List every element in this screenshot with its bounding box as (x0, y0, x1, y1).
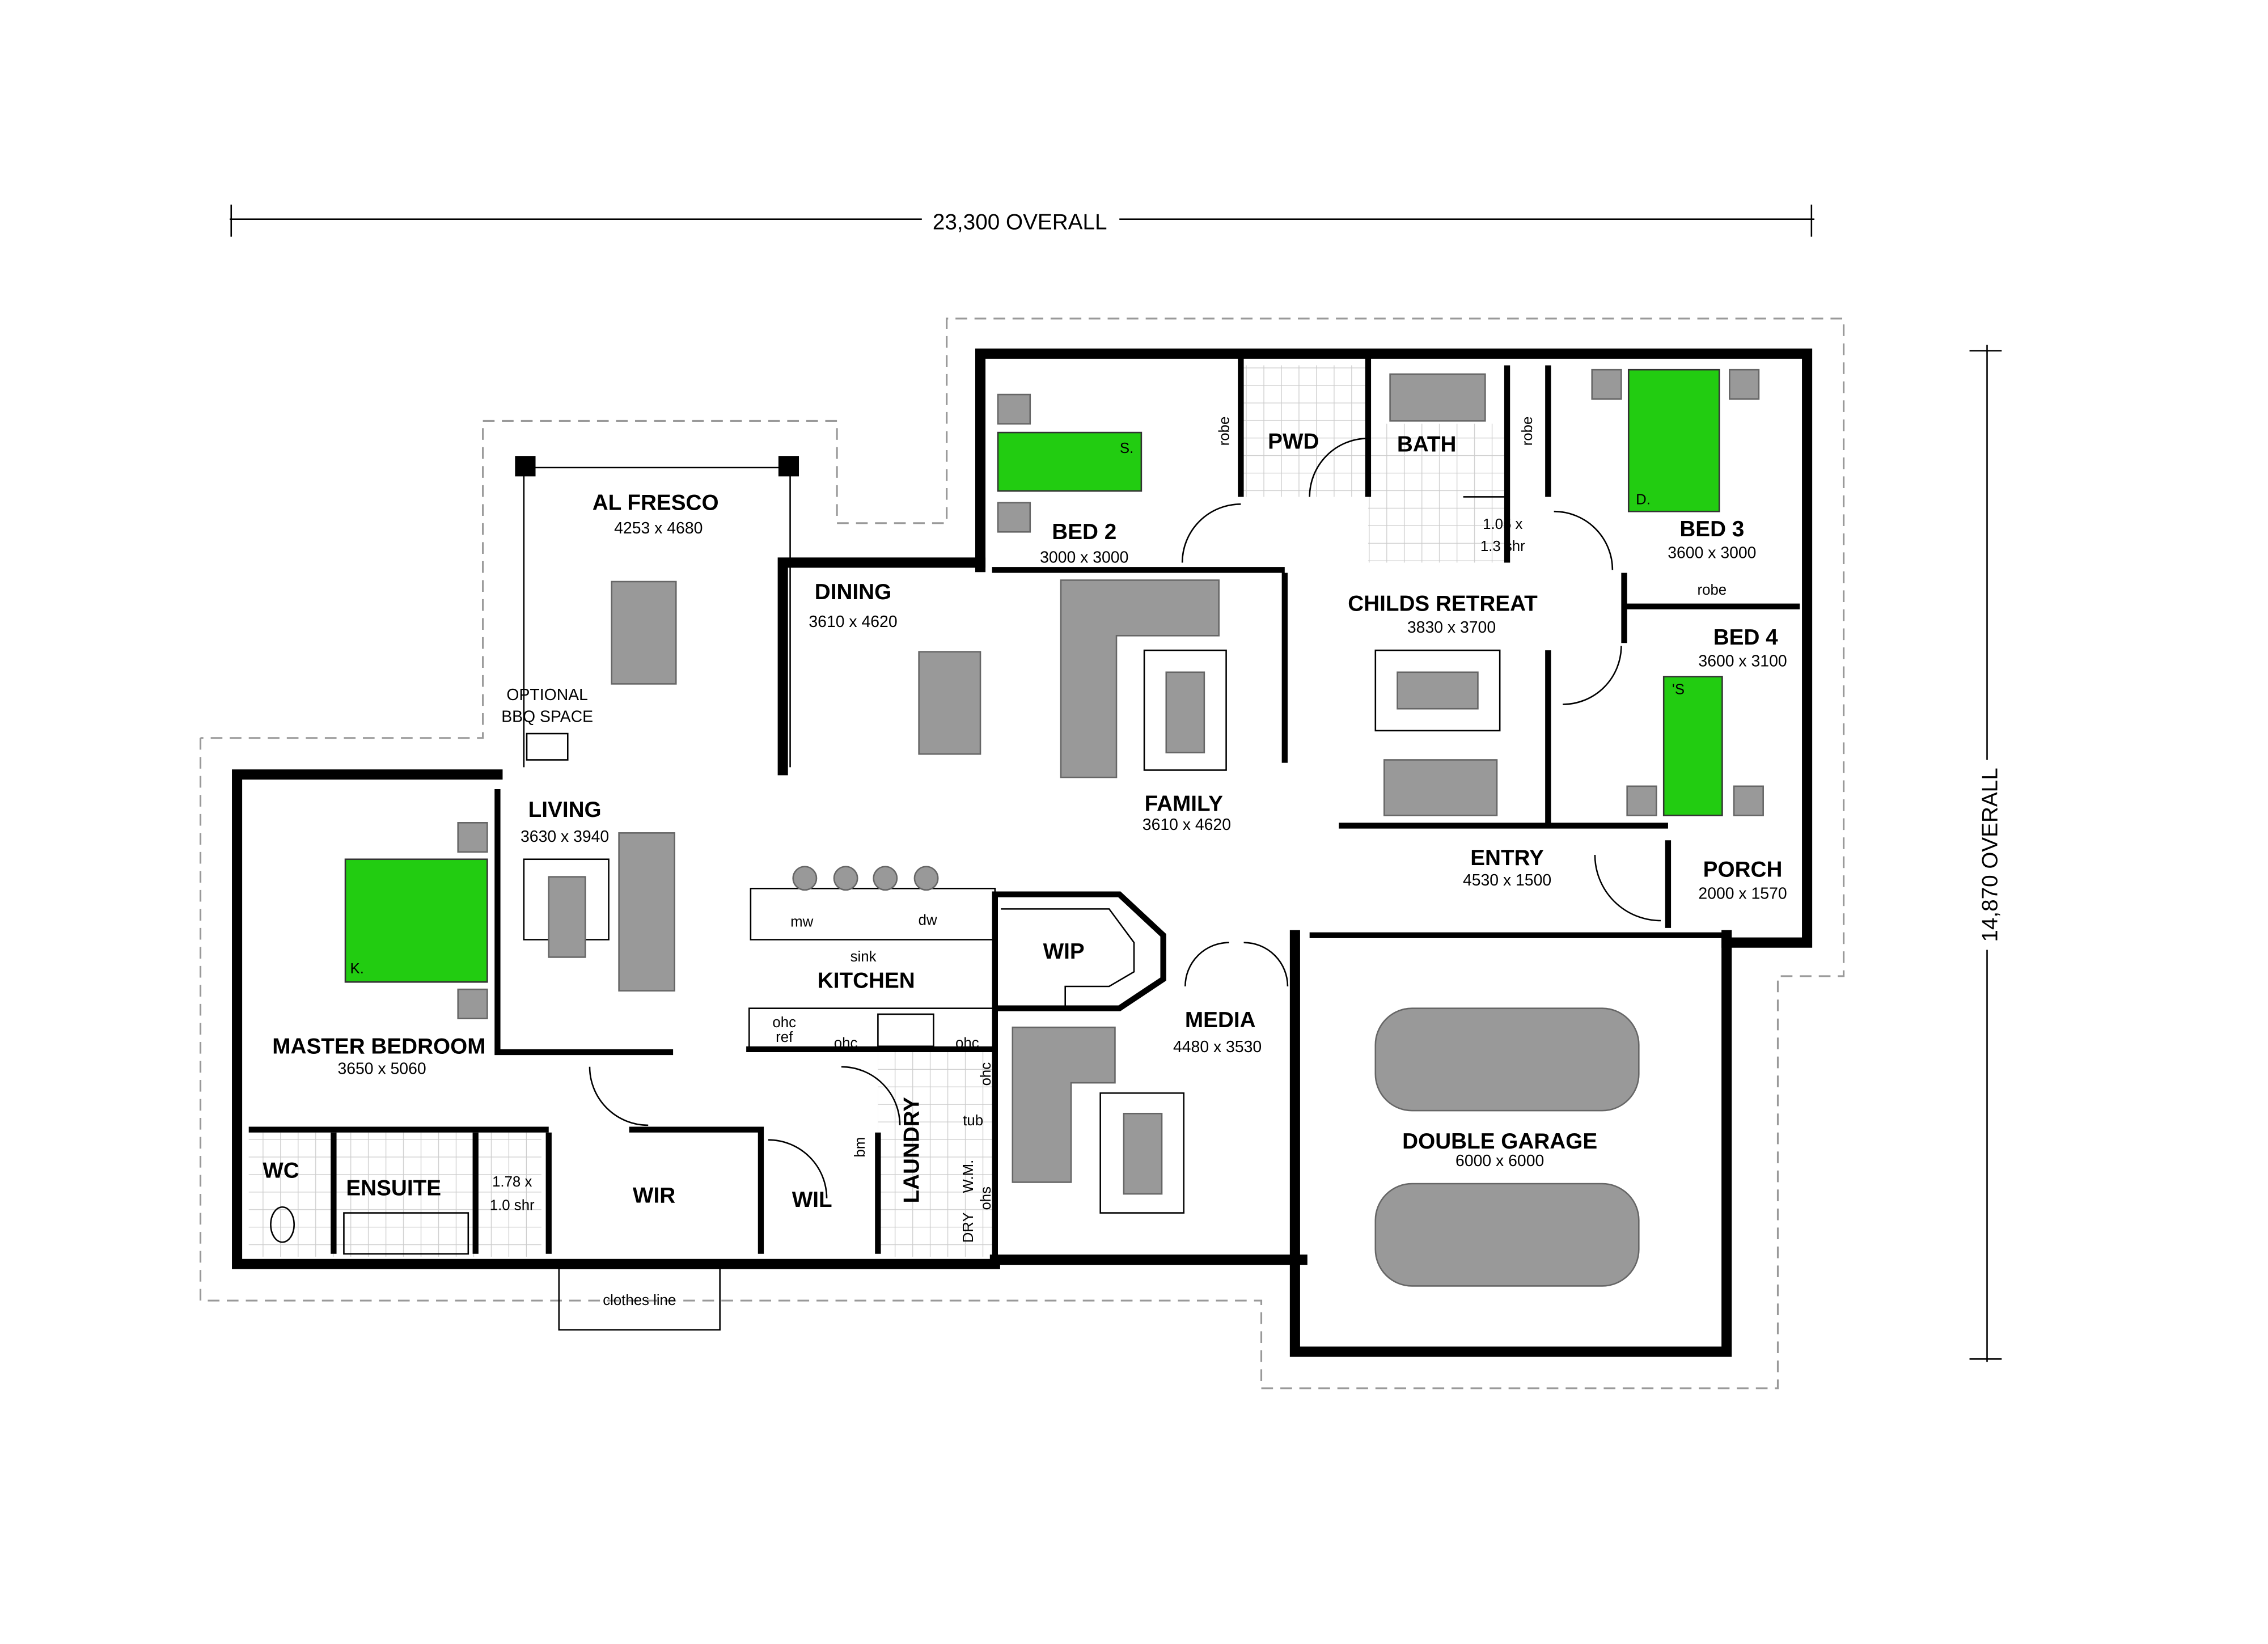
bbq-label: BBQ SPACE (501, 707, 593, 726)
entry-name: ENTRY (1470, 846, 1544, 870)
wil-name: WIL (792, 1188, 832, 1212)
ref-label: ref (776, 1029, 793, 1045)
garage-name: DOUBLE GARAGE (1402, 1129, 1597, 1154)
overall-depth-dimension: 14,870 OVERALL (1969, 345, 2003, 1362)
alfresco-name: AL FRESCO (593, 491, 719, 515)
bed4-tag: 'S (1672, 681, 1685, 697)
ohc-label: ohc (978, 1062, 994, 1086)
master-bedroom-size: 3650 x 5060 (337, 1060, 426, 1078)
doors (589, 438, 1661, 1198)
bed2-tag: S. (1120, 440, 1133, 456)
robe-label: robe (1217, 417, 1233, 446)
dry-label: DRY (960, 1212, 976, 1243)
media-name: MEDIA (1185, 1008, 1256, 1032)
living-size: 3630 x 3940 (521, 828, 609, 846)
wc-name: WC (263, 1159, 299, 1183)
overall-depth-label: 14,870 OVERALL (1978, 768, 2003, 942)
entry-size: 4530 x 1500 (1463, 871, 1551, 889)
living-name: LIVING (528, 798, 602, 822)
ohs-label: ohs (978, 1187, 994, 1210)
bed4-size: 3600 x 3100 (1698, 652, 1787, 670)
kitchen-name: KITCHEN (818, 969, 915, 993)
childs-retreat-name: CHILDS RETREAT (1348, 592, 1538, 616)
porch-size: 2000 x 1570 (1698, 884, 1787, 902)
alfresco-size: 4253 x 4680 (614, 519, 703, 537)
ohc-label: ohc (834, 1035, 858, 1051)
dining-size: 3610 x 4620 (809, 613, 897, 631)
mw-label: mw (790, 914, 813, 930)
shower-size: 1.78 x (492, 1174, 532, 1190)
robe-label: robe (1520, 417, 1535, 446)
master-bedroom-name: MASTER BEDROOM (272, 1035, 485, 1059)
shower-size: 1.0 shr (490, 1197, 535, 1213)
wir-name: WIR (633, 1184, 675, 1208)
external-walls (232, 348, 1813, 1357)
bed3-tag: D. (1636, 491, 1651, 507)
robe-label: robe (1698, 582, 1727, 598)
garage-size: 6000 x 6000 (1455, 1152, 1544, 1170)
wm-label: W.M. (960, 1160, 976, 1193)
bed3-size: 3600 x 3000 (1668, 544, 1756, 562)
porch-name: PORCH (1703, 858, 1783, 882)
overall-width-label: 23,300 OVERALL (933, 210, 1107, 235)
sink-label: sink (850, 949, 877, 965)
wet-area-tiles (248, 365, 1508, 1257)
master-tag: K. (350, 961, 363, 977)
eaves-line (200, 317, 1845, 1389)
clothes-line-label: clothes line (603, 1293, 676, 1308)
shower-size: 1.3 shr (1480, 539, 1525, 554)
ohc-label: ohc (955, 1035, 979, 1051)
bbq-label: OPTIONAL (506, 686, 587, 704)
family-size: 3610 x 4620 (1143, 816, 1231, 834)
furniture: mw dw sink ohc ref ohc ohc tub bm DRY W.… (270, 368, 1764, 1331)
laundry-name: LAUNDRY (900, 1097, 924, 1204)
bath-name: BATH (1397, 433, 1457, 457)
wip-name: WIP (1043, 939, 1085, 964)
dw-label: dw (919, 913, 937, 929)
overall-width-dimension: 23,300 OVERALL (230, 204, 1814, 237)
childs-retreat-size: 3830 x 3700 (1407, 618, 1496, 637)
ohc-ref-label: ohc (772, 1015, 796, 1031)
room-labels: AL FRESCO 4253 x 4680 OPTIONAL BBQ SPACE… (263, 429, 1787, 1212)
shower-size: 1.05 x (1483, 516, 1522, 532)
tub-label: tub (963, 1113, 983, 1129)
dining-name: DINING (815, 580, 891, 604)
bed2-name: BED 2 (1052, 520, 1116, 544)
family-name: FAMILY (1145, 792, 1224, 816)
bed3-name: BED 3 (1679, 517, 1744, 541)
ensuite-name: ENSUITE (346, 1176, 441, 1201)
bed4-name: BED 4 (1713, 625, 1778, 650)
bm-label: bm (852, 1137, 868, 1158)
pwd-name: PWD (1268, 429, 1319, 454)
media-size: 4480 x 3530 (1173, 1038, 1262, 1056)
bed2-size: 3000 x 3000 (1040, 548, 1128, 566)
